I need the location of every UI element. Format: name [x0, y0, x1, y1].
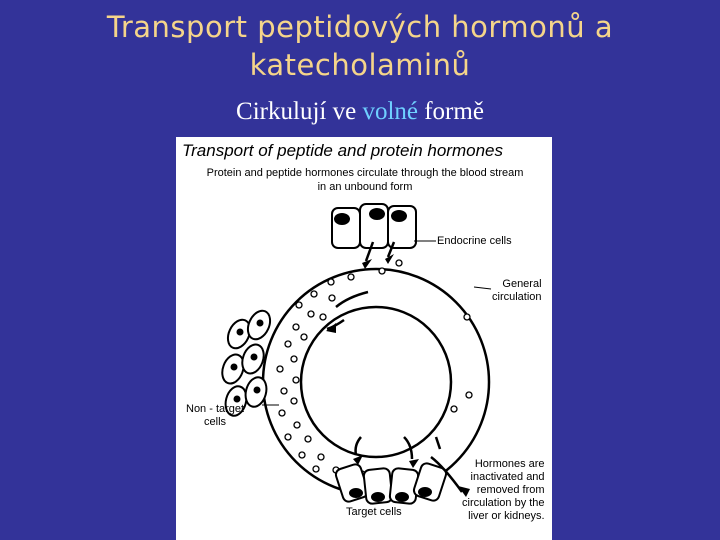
secretion-arrow — [364, 241, 375, 262]
label-non-target-cells: Non - target cells — [186, 403, 244, 429]
label-inactivated-line-4: circulation by the — [462, 497, 545, 509]
circulation-arrow-top — [335, 290, 369, 308]
secretion-arrow — [386, 241, 396, 258]
non-target-cell-nuclei — [230, 319, 264, 403]
label-target-cells: Target cells — [346, 506, 402, 518]
target-cells — [334, 462, 448, 505]
label-inactivated-line-1: Hormones are — [474, 458, 545, 470]
leader-lines — [262, 240, 492, 406]
label-nontarget-line-2: cells — [204, 416, 227, 428]
circulation-arrow-bottom — [434, 436, 442, 450]
inner-vessel-wall — [299, 305, 453, 459]
figure-intro-line-2: in an unbound form — [317, 181, 413, 193]
label-general-line-1: General — [502, 278, 542, 290]
label-general-circulation: General circulation — [492, 278, 542, 304]
subtitle-text-after: formě — [417, 98, 484, 125]
label-inactivated-line-2: inactivated and — [470, 471, 545, 483]
target-arrow — [403, 436, 414, 460]
label-nontarget-line-1: Non - target — [186, 403, 245, 415]
label-general-line-2: circulation — [492, 291, 542, 303]
subtitle-highlight: volné — [362, 98, 418, 125]
label-hormones-inactivated: Hormones are inactivated and removed fro… — [462, 458, 545, 523]
non-target-cells — [221, 309, 272, 417]
label-inactivated-line-5: liver or kidneys. — [468, 510, 545, 522]
slide-title-line-1: Transport peptidových hormonů a — [106, 10, 614, 44]
slide-subtitle: Cirkulují ve volné formě — [0, 98, 720, 126]
slide-title: Transport peptidových hormonů a katechol… — [0, 8, 720, 84]
figure-title: Transport of peptide and protein hormone… — [182, 141, 503, 160]
label-inactivated-line-3: removed from — [476, 484, 545, 496]
arrow-heads — [326, 254, 470, 497]
label-endocrine-cells: Endocrine cells — [437, 235, 512, 247]
subtitle-text-before: Cirkulují ve — [236, 98, 363, 125]
circulation-diagram — [221, 203, 492, 505]
target-arrow — [354, 436, 362, 456]
removal-arrow — [430, 456, 464, 493]
slide-title-line-2: katecholaminů — [249, 48, 471, 82]
figure-intro: Protein and peptide hormones circulate t… — [182, 166, 548, 194]
figure-intro-line-1: Protein and peptide hormones circulate t… — [206, 167, 524, 179]
hormone-transport-figure: Transport of peptide and protein hormone… — [176, 137, 552, 540]
flow-arrows — [326, 241, 464, 493]
endocrine-cells — [331, 203, 417, 249]
